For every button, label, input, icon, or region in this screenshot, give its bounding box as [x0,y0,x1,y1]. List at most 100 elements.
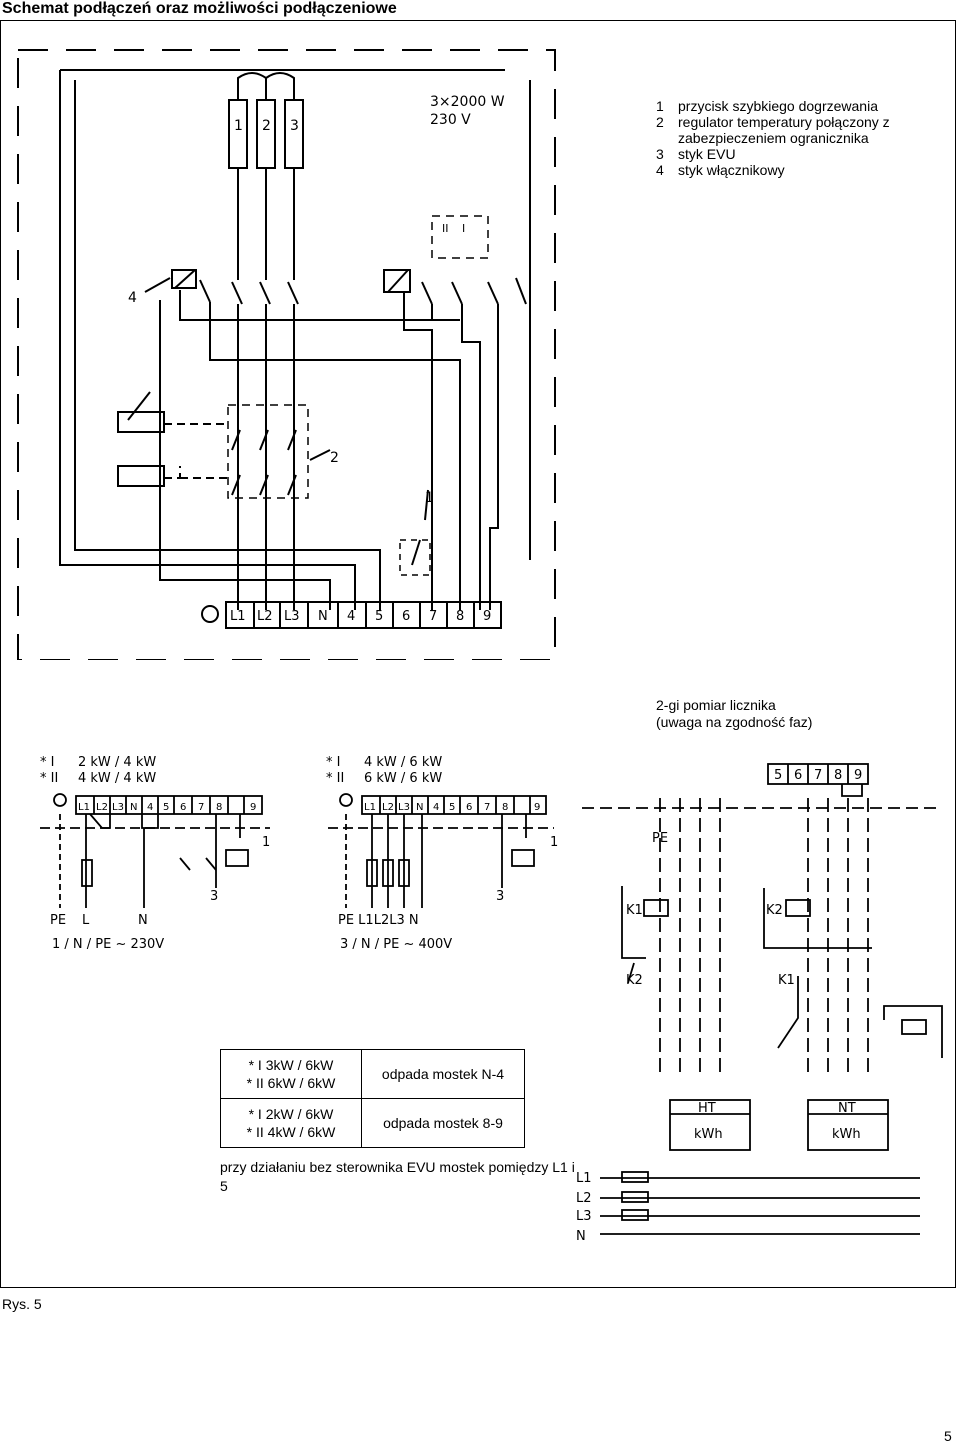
terminal-label: L1 [78,802,90,813]
legend-item: 2 regulator temperatury połączony z zabez… [656,114,918,146]
callout-label: 2 [330,450,339,466]
power-value: * II 6kW / 6kW [246,1075,336,1091]
heater-element [284,99,304,169]
relay-label: II [442,222,449,235]
terminal-label: L3 [284,609,300,624]
fuse [382,859,394,887]
line-label: L1 [576,1171,592,1186]
legend-text: styk EVU [678,146,736,162]
ground-icon [53,793,67,807]
power-value: * II 4kW / 6kW [246,1124,336,1140]
terminal-block [75,795,263,815]
terminal-label: 8 [216,802,222,813]
terminal-label: 5 [449,802,455,813]
relay-coil [383,269,411,293]
terminal-label: 5 [774,768,782,783]
power-label: 4 kW / 4 kW [78,771,156,786]
callout-label: 1 [262,835,270,850]
terminal-label: 8 [834,768,842,783]
terminal-label: 7 [429,609,437,624]
n-label: N [138,913,148,928]
terminal-label: L3 [398,802,410,813]
terminal-label: L1 [364,802,376,813]
k1-label: K1 [778,973,795,988]
fuse [81,859,93,887]
terminal-block [361,795,547,815]
callout-label: 1 [425,490,434,506]
heater-label: 2 [262,118,271,134]
legend-text: styk włącznikowy [678,162,785,178]
figure-label: Rys. 5 [2,1296,42,1312]
terminal-label: L3 [112,802,124,813]
line-label: L2 [576,1191,592,1206]
k2-label: K2 [626,973,643,988]
star-label: * II [326,771,344,786]
relay-label: I [462,222,465,235]
legend-item: 4 styk włącznikowy [656,162,918,178]
k2-label: K2 [766,903,783,918]
callout-label: 3 [496,889,504,904]
k1-label: K1 [626,903,643,918]
terminal-label: L1 [230,609,246,624]
terminal-label: 9 [534,802,540,813]
power-label: 4 kW / 6 kW [364,755,442,770]
line-label: L3 [576,1209,592,1224]
second-meter-line2: (uwaga na zgodność faz) [656,714,813,730]
main-wiring-diagram: 3×2000 W 230 V 1 2 3 4 II I 2 1 L1 L2 L3… [17,49,556,660]
power-cell: * I 3kW / 6kW* II 6kW / 6kW [220,1049,362,1099]
terminal-label: N [416,802,423,813]
terminal-label: L2 [257,609,273,624]
l-label: L [82,913,90,928]
supply-label: 3 / N / PE ~ 400V [340,937,452,952]
ground-icon [201,605,219,623]
terminal-label: 7 [814,768,822,783]
legend-text: przycisk szybkiego dogrzewania [678,98,878,114]
second-meter-note: 2-gi pomiar licznika (uwaga na zgodność … [656,697,812,731]
meter-diagram: 5 6 7 8 9 PE K1 K2 K2 K1 HT NT kWh kWh L… [576,763,943,1244]
legend-num: 4 [656,162,664,178]
legend-num: 2 [656,114,664,130]
terminal-label: 6 [180,802,186,813]
terminal-label: 9 [250,802,256,813]
legend-text: regulator temperatury połączony z zabezp… [678,114,890,146]
variant-1ph-diagram: * I * II 2 kW / 4 kW 4 kW / 4 kW L1 L2 L… [40,755,270,952]
relay-coil [511,849,535,867]
power-label: 6 kW / 6 kW [364,771,442,786]
legend-num: 1 [656,98,664,114]
terminal-label: 5 [375,609,383,624]
fuse [366,859,378,887]
terminal-label: 8 [456,609,464,624]
relay-coil-k1 [643,899,669,917]
pe-label: PE [652,831,668,846]
meter-nt [807,1099,889,1151]
relay-coil [225,849,249,867]
heater-label: 3 [290,118,299,134]
terminal-label: 7 [484,802,490,813]
terminal-block [225,601,502,629]
star-label: * II [40,771,58,786]
star-label: * I [40,755,54,770]
line-label: N [576,1229,586,1244]
callout-label: 4 [128,290,137,306]
terminal-label: 9 [483,609,491,624]
terminal-label: 4 [433,802,439,813]
action-cell: odpada mostek 8-9 [361,1098,525,1148]
meter-nt-label: NT [838,1101,856,1116]
power-label: 2 kW / 4 kW [78,755,156,770]
action-cell: odpada mostek N-4 [361,1049,525,1099]
supply-terminals-label: PE L1L2L3 N [338,913,419,928]
supply-label: 1 / N / PE ~ 230V [52,937,164,952]
evu-note: przy działaniu bez sterownika EVU mostek… [220,1159,575,1194]
kwh-label: kWh [832,1127,861,1142]
fuse [621,1191,649,1203]
terminal-label: L2 [96,802,108,813]
relay-coil [171,269,197,289]
pe-label: PE [50,913,66,928]
legend: 1 przycisk szybkiego dogrzewania 2 regulat… [656,98,918,178]
callout-label: 1 [550,835,558,850]
fuse [398,859,410,887]
heater-label: 1 [234,118,243,134]
table-row: * I 2kW / 6kW* II 4kW / 6kW odpada moste… [220,1098,525,1148]
heater-element [256,99,276,169]
sensor-box [117,465,165,487]
